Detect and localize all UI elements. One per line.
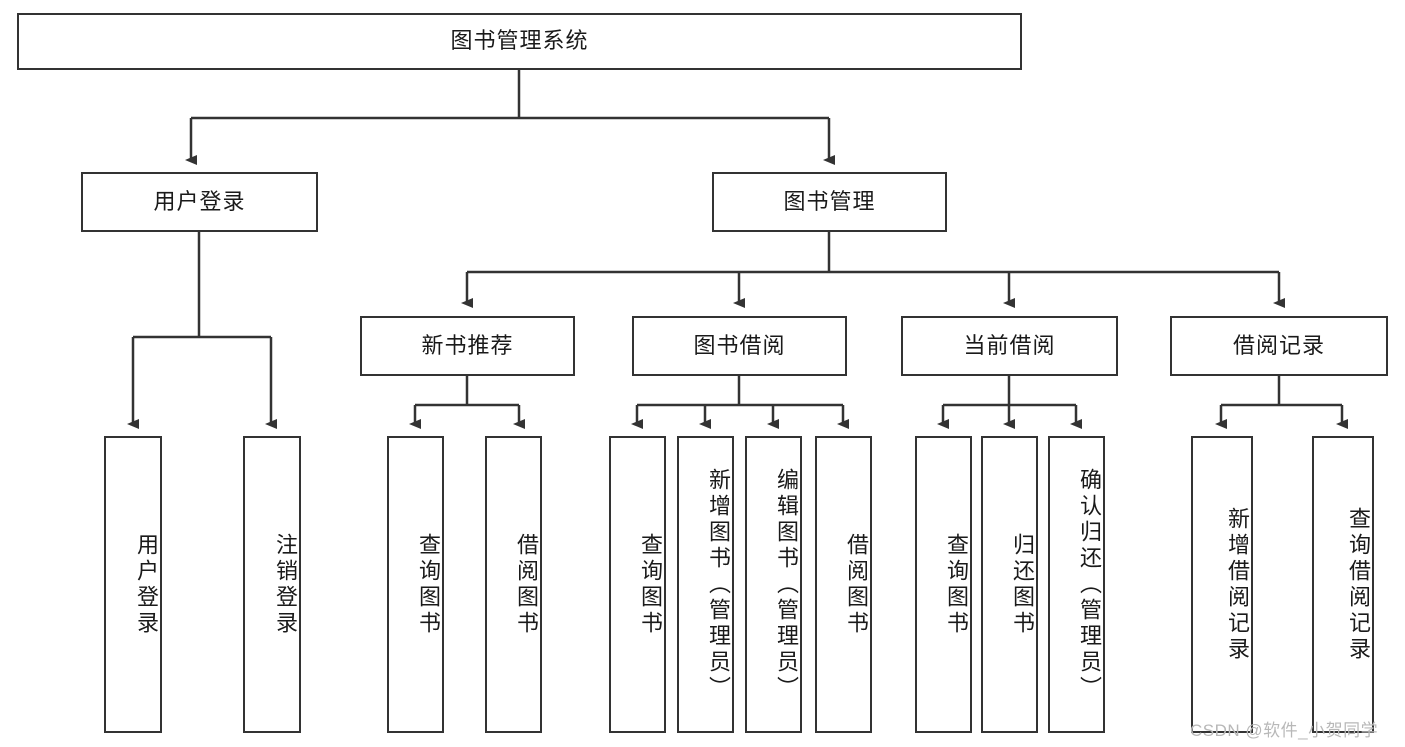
- node-label: 查询图书: [944, 532, 969, 637]
- leaf-new-book-query[interactable]: 查询图书: [387, 436, 444, 733]
- leaf-record-query[interactable]: 查询借阅记录: [1312, 436, 1374, 733]
- node-label: 查询图书: [416, 532, 441, 637]
- node-book-borrow[interactable]: 图书借阅: [632, 316, 847, 376]
- node-borrow-record[interactable]: 借阅记录: [1170, 316, 1388, 376]
- node-label: 注销登录: [273, 532, 298, 637]
- node-label: 归还图书: [1010, 532, 1035, 637]
- node-label: 借阅记录: [1232, 332, 1325, 358]
- node-label: 图书管理系统: [450, 28, 589, 54]
- node-user-login[interactable]: 用户登录: [81, 172, 318, 232]
- node-label: 编辑图书（管理员）: [774, 467, 799, 702]
- leaf-borrow-borrow-book[interactable]: 借阅图书: [815, 436, 872, 733]
- leaf-user-login-logout[interactable]: 注销登录: [243, 436, 301, 733]
- leaf-current-query-book[interactable]: 查询图书: [915, 436, 972, 733]
- node-new-book-recommend[interactable]: 新书推荐: [360, 316, 575, 376]
- leaf-new-book-borrow[interactable]: 借阅图书: [485, 436, 542, 733]
- node-label: 当前借阅: [963, 332, 1056, 358]
- node-label: 借阅图书: [844, 532, 869, 637]
- leaf-user-login-login[interactable]: 用户登录: [104, 436, 162, 733]
- csdn-watermark: CSDN @软件_小贺同学: [1190, 721, 1379, 740]
- node-label: 图书借阅: [693, 332, 786, 358]
- leaf-record-add[interactable]: 新增借阅记录: [1191, 436, 1253, 733]
- node-label: 查询借阅记录: [1346, 506, 1371, 663]
- node-label: 用户登录: [153, 188, 246, 214]
- node-label: 借阅图书: [514, 532, 539, 637]
- node-label: 查询图书: [638, 532, 663, 637]
- node-label: 用户登录: [134, 532, 159, 637]
- leaf-borrow-edit-book[interactable]: 编辑图书（管理员）: [745, 436, 802, 733]
- leaf-current-confirm-return[interactable]: 确认归还（管理员）: [1048, 436, 1105, 733]
- node-label: 新增借阅记录: [1225, 506, 1250, 663]
- leaf-current-return-book[interactable]: 归还图书: [981, 436, 1038, 733]
- node-label: 确认归还（管理员）: [1077, 467, 1102, 702]
- node-label: 新增图书（管理员）: [706, 467, 731, 702]
- node-label: 图书管理: [783, 188, 876, 214]
- node-label: 新书推荐: [421, 332, 514, 358]
- node-current-borrow[interactable]: 当前借阅: [901, 316, 1118, 376]
- node-root-system[interactable]: 图书管理系统: [17, 13, 1022, 70]
- leaf-borrow-query-book[interactable]: 查询图书: [609, 436, 666, 733]
- leaf-borrow-add-book[interactable]: 新增图书（管理员）: [677, 436, 734, 733]
- node-book-management[interactable]: 图书管理: [712, 172, 947, 232]
